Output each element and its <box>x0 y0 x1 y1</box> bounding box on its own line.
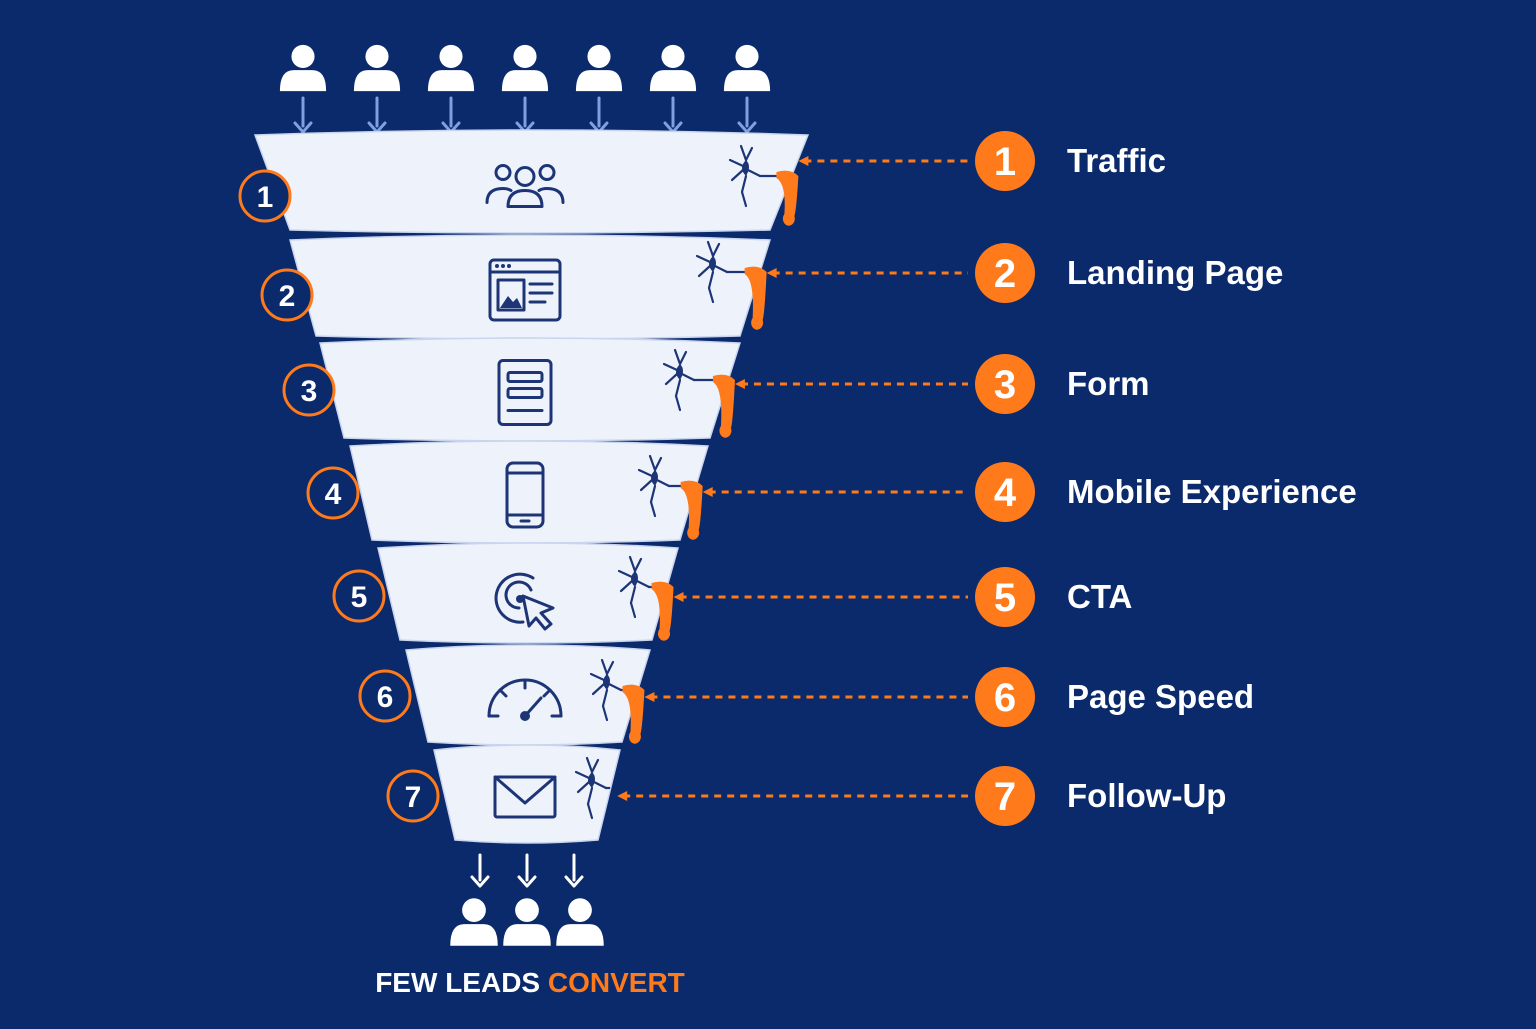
badge-number: 5 <box>351 581 368 614</box>
person-icon <box>427 44 475 92</box>
stage-number-badge-left: 6 <box>358 669 412 723</box>
badge-number: 7 <box>994 775 1016 819</box>
stage-number-badge-right: 7 <box>975 766 1035 826</box>
down-arrow-icon <box>367 96 387 134</box>
caption-part-2: CONVERT <box>547 967 685 998</box>
incoming-users <box>279 44 771 134</box>
stage-label: Landing Page <box>1067 254 1284 291</box>
down-arrow-icon <box>515 96 535 134</box>
leak-crack <box>728 144 799 226</box>
stage-label: Form <box>1067 365 1150 402</box>
person-icon <box>501 44 549 92</box>
badge-number: 6 <box>377 681 394 714</box>
stage-number-badge-left: 7 <box>386 769 440 823</box>
funnel-band-6: 6 <box>358 644 651 746</box>
stage-number-badge-left: 5 <box>332 569 386 623</box>
stage-label: CTA <box>1067 578 1133 615</box>
orange-drip <box>776 170 799 226</box>
funnel-band-2: 2 <box>260 234 772 340</box>
down-arrow-icon <box>737 96 757 134</box>
funnel: 1 2 3 4 5 6 7 <box>238 129 810 844</box>
badge-number: 3 <box>301 375 318 408</box>
person-icon <box>723 44 771 92</box>
badge-number: 4 <box>325 478 342 511</box>
leak-crack <box>695 240 767 330</box>
badge-number: 6 <box>994 676 1016 720</box>
funnel-band-1: 1 <box>238 129 810 234</box>
leak-crack <box>589 658 645 744</box>
stage-label: Traffic <box>1067 142 1167 179</box>
down-arrow-icon <box>517 853 537 888</box>
stage-label: Follow-Up <box>1067 777 1227 814</box>
stage-number-badge-right: 3 <box>975 354 1035 414</box>
funnel-band-5: 5 <box>332 542 679 644</box>
stage-number-badge-right: 6 <box>975 667 1035 727</box>
orange-drip <box>651 581 674 641</box>
leak-crack <box>574 756 611 820</box>
leak-crack <box>617 555 674 641</box>
stage-number-badge-left: 2 <box>260 268 314 322</box>
envelope-icon <box>493 775 557 819</box>
stage-number-badge-left: 1 <box>238 169 292 223</box>
stage-number-badge-right: 2 <box>975 243 1035 303</box>
down-arrow-icon <box>663 96 683 134</box>
dashed-connector <box>734 379 968 389</box>
down-arrow-icon <box>441 96 461 134</box>
person-icon <box>649 44 697 92</box>
stage-labels: 1 2 3 4 5 6 7 <box>617 131 1035 826</box>
person-icon <box>556 898 604 946</box>
stage-number-badge-left: 3 <box>282 363 336 417</box>
dashed-connector <box>617 791 968 801</box>
caption-part-1: FEW LEADS <box>375 967 541 998</box>
badge-number: 7 <box>405 781 422 814</box>
stage-number-badge-right: 1 <box>975 131 1035 191</box>
funnel-band-7: 7 <box>386 744 621 844</box>
orange-drip <box>622 684 645 744</box>
dashed-connector <box>644 692 968 702</box>
badge-number: 1 <box>257 181 274 214</box>
orange-drip <box>744 266 767 330</box>
smartphone-icon <box>505 461 545 529</box>
stage-label: Mobile Experience <box>1067 473 1357 510</box>
badge-number: 3 <box>994 363 1016 407</box>
badge-number: 4 <box>994 471 1017 515</box>
down-arrow-icon <box>470 853 490 888</box>
speedometer-icon <box>487 678 563 721</box>
down-arrow-icon <box>293 96 313 134</box>
crack-mark <box>574 756 611 820</box>
person-icon <box>575 44 623 92</box>
badge-number: 2 <box>994 252 1016 296</box>
stage-number-badge-right: 4 <box>975 462 1035 522</box>
funnel-band-3: 3 <box>282 337 742 442</box>
dashed-connector <box>673 592 968 602</box>
down-arrow-icon <box>564 853 584 888</box>
stage-label: Page Speed <box>1067 678 1255 715</box>
badge-number: 5 <box>994 576 1016 620</box>
badge-number: 2 <box>279 280 296 313</box>
converted-users <box>450 853 604 946</box>
badge-number: 1 <box>994 140 1016 184</box>
funnel-band-4: 4 <box>306 440 709 544</box>
funnel-caption: FEW LEADS CONVERT <box>330 965 730 1001</box>
person-icon <box>279 44 327 92</box>
form-icon <box>497 359 553 426</box>
orange-drip <box>680 480 703 540</box>
users-group-icon <box>485 164 565 208</box>
person-icon <box>503 898 551 946</box>
leak-crack <box>637 454 703 540</box>
cursor-click-icon <box>494 572 555 631</box>
person-icon <box>450 898 498 946</box>
dashed-connector <box>702 487 968 497</box>
leak-crack <box>662 348 735 438</box>
stage-number-badge-left: 4 <box>306 466 360 520</box>
down-arrow-icon <box>589 96 609 134</box>
orange-drip <box>712 374 735 438</box>
browser-window-icon <box>488 258 562 322</box>
dashed-connector <box>798 156 968 166</box>
stage-number-badge-right: 5 <box>975 567 1035 627</box>
person-icon <box>353 44 401 92</box>
dashed-connector <box>766 268 968 278</box>
